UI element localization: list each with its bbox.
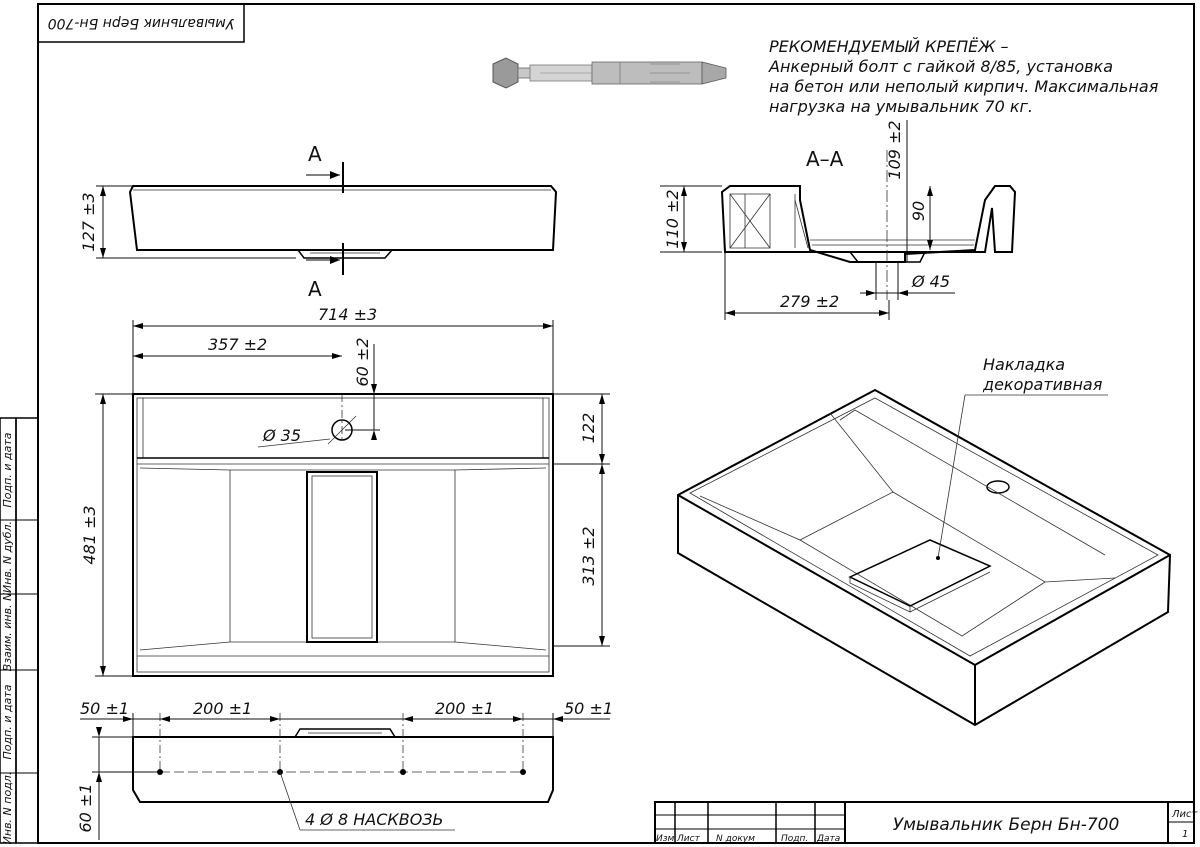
- dim-shelf: 122: [579, 413, 598, 444]
- dim-drain-offset: 279 ±2: [780, 292, 839, 311]
- tb-col-sign: Подп.: [781, 834, 808, 844]
- dim-mount-50-left: 50 ±1: [80, 699, 129, 718]
- fastener-note: РЕКОМЕНДУЕМЫЙ КРЕПЁЖ – Анкерный болт с г…: [768, 37, 1159, 116]
- section-label-top: А: [308, 142, 322, 166]
- note-line: Анкерный болт с гайкой 8/85, установка: [768, 57, 1113, 76]
- dim-bowl-depth: 90: [909, 201, 928, 221]
- mount-hole: [520, 769, 526, 775]
- tb-col-doc: N докум: [716, 834, 755, 844]
- section-label-bottom: А: [308, 277, 322, 301]
- side-stamp-cell: Инв. N подл.: [1, 772, 14, 845]
- side-stamp-cell: Взаим. инв. N: [1, 593, 14, 672]
- mounting-view: 50 ±1 200 ±1 200 ±1 50 ±1 60 ±1 4 Ø 8 НА…: [76, 699, 613, 840]
- dim-hole-offset: 60 ±2: [353, 337, 372, 386]
- title-block: Изм Лист N докум Подп. Дата Умывальник Б…: [654, 801, 1199, 844]
- tb-sheet-label: Лист: [1171, 809, 1199, 820]
- dim-half-width: 357 ±2: [208, 335, 267, 354]
- callout-line: Накладка: [983, 355, 1065, 374]
- isometric-view: [677, 388, 1172, 727]
- mirror-stamp: Умывальник Берн Бн-700: [37, 3, 245, 43]
- note-line: РЕКОМЕНДУЕМЫЙ КРЕПЁЖ –: [769, 37, 1009, 56]
- dim-mount-50-right: 50 ±1: [564, 699, 613, 718]
- note-line: на бетон или неполый кирпич. Максимальна…: [769, 77, 1159, 96]
- dim-section-height: 109 ±2: [885, 120, 904, 179]
- dim-mount-height: 60 ±1: [76, 783, 95, 832]
- dim-width: 714 ±3: [318, 305, 377, 324]
- tb-sheet-no: 1: [1182, 829, 1188, 840]
- front-view: А А 127 ±3: [79, 142, 558, 301]
- decor-callout: Накладка декоративная: [936, 355, 1108, 560]
- dim-bowl-len: 313 ±2: [579, 526, 598, 585]
- side-stamp-cell: Подп. и дата: [1, 432, 14, 507]
- tb-col-date: Дата: [816, 834, 840, 844]
- section-view: А–А 110 ±2 109 ±2 90 Ø 45: [660, 120, 1017, 320]
- dim-mount-200-left: 200 ±1: [193, 699, 252, 718]
- dim-mount-200-right: 200 ±1: [435, 699, 494, 718]
- tb-title: Умывальник Берн Бн-700: [893, 815, 1120, 835]
- mirror-stamp-text: Умывальник Берн Бн-700: [48, 15, 235, 31]
- dim-depth-total: 481 ±3: [80, 505, 99, 564]
- note-line: нагрузка на умывальник 70 кг.: [769, 97, 1033, 116]
- mount-hole: [400, 769, 406, 775]
- top-view: Ø 35 714 ±3 357 ±2 60 ±2 481 ±3: [80, 305, 610, 677]
- dim-drain-dia: Ø 45: [911, 272, 950, 291]
- dim-height-front: 127 ±3: [79, 192, 98, 251]
- tb-col-izm: Изм: [656, 834, 675, 844]
- callout-line: декоративная: [982, 375, 1103, 394]
- side-stamp-cell: Инв. N дубл.: [1, 521, 14, 593]
- side-stamp-cell: Подп. и дата: [1, 684, 14, 759]
- holes-note: 4 Ø 8 НАСКВОЗЬ: [305, 810, 444, 829]
- section-title: А–А: [806, 147, 844, 171]
- dim-hole-dia: Ø 35: [262, 426, 301, 445]
- anchor-bolt-image: [492, 57, 727, 89]
- tb-col-list: Лист: [676, 834, 701, 844]
- dim-section-depth: 110 ±2: [663, 189, 682, 248]
- side-stamp: Подп. и дата Инв. N дубл. Взаим. инв. N …: [0, 417, 39, 845]
